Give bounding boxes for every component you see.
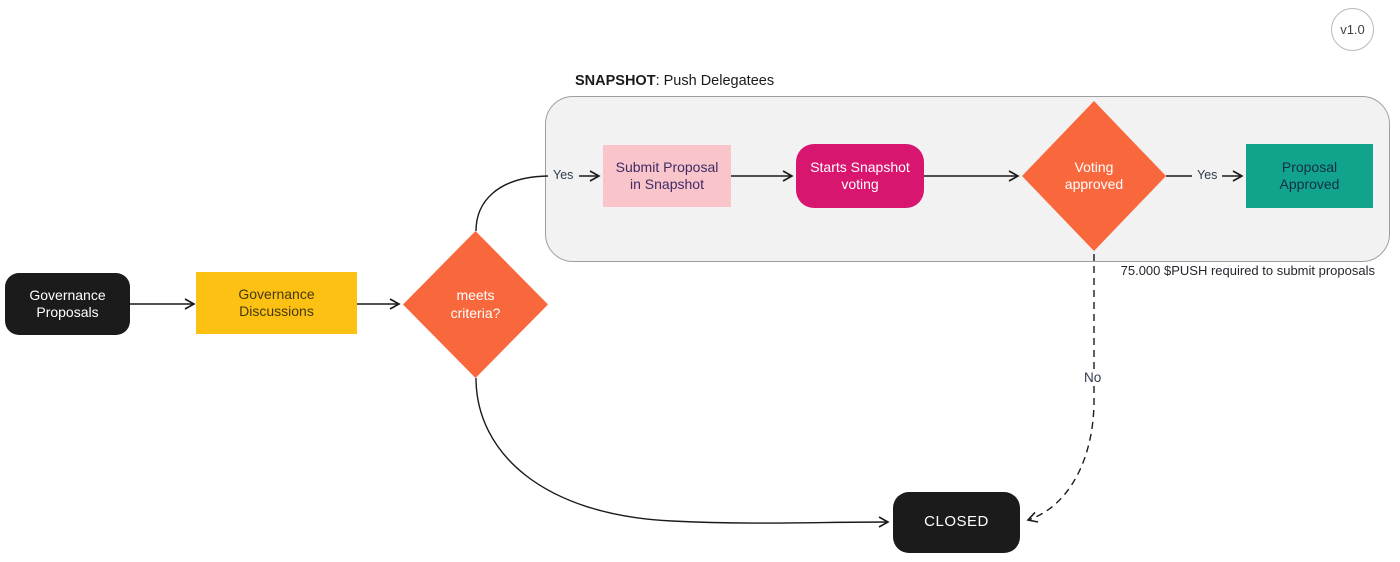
- edge-label-yes-criteria: Yes: [550, 167, 577, 183]
- push-requirement-note: 75.000 $PUSH required to submit proposal…: [1120, 263, 1375, 278]
- edge-voting-no-dashed: [1026, 254, 1095, 523]
- node-governance-proposals: Governance Proposals: [5, 273, 130, 335]
- node-governance-discussions: Governance Discussions: [196, 272, 357, 334]
- snapshot-group-title: SNAPSHOT: Push Delegatees: [575, 73, 774, 89]
- edge-criteria-yes-curve: [475, 175, 549, 232]
- node-closed: CLOSED: [893, 492, 1020, 553]
- edge-criteria-no-to-closed: [475, 377, 890, 528]
- node-submit-proposal-in-snapshot: Submit Proposal in Snapshot: [603, 145, 731, 207]
- node-proposal-approved: Proposal Approved: [1246, 144, 1373, 208]
- edge-label-no-voting: No: [1081, 369, 1105, 386]
- edge-label-yes-voting: Yes: [1194, 167, 1221, 183]
- snapshot-group-title-rest: : Push Delegatees: [655, 73, 775, 89]
- snapshot-group-title-bold: SNAPSHOT: [575, 73, 656, 89]
- node-starts-snapshot-voting: Starts Snapshot voting: [796, 144, 924, 208]
- version-badge: v1.0: [1331, 8, 1374, 51]
